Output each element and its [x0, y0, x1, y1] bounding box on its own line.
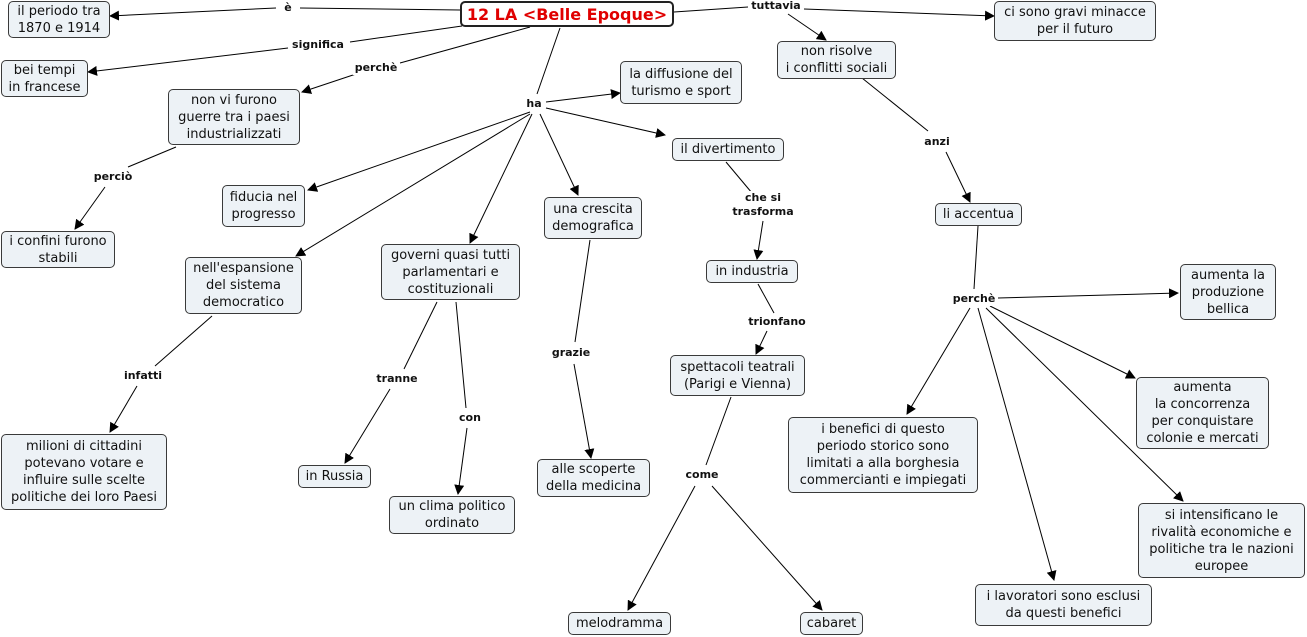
edge-line — [627, 485, 696, 611]
node-produzione[interactable]: aumenta la produzione bellica — [1180, 264, 1276, 320]
edge-line — [109, 7, 277, 21]
node-milioni[interactable]: milioni di cittadini potevano votare e i… — [1, 434, 167, 510]
edge-line — [295, 113, 531, 257]
edge-line — [154, 315, 213, 367]
node-governi[interactable]: governi quasi tutti parlamentari e costi… — [381, 244, 520, 300]
node-cabaret[interactable]: cabaret — [800, 612, 863, 635]
node-periodo[interactable]: il periodo tra 1870 e 1914 — [8, 1, 110, 38]
link-label-anzi: anzi — [922, 135, 952, 149]
node-minacce[interactable]: ci sono gravi minacce per il futuro — [994, 1, 1156, 41]
edge-line — [307, 111, 531, 192]
edge-line — [573, 363, 595, 459]
edge-line — [399, 26, 531, 64]
node-industria[interactable]: in industria — [706, 260, 798, 283]
link-label-significa: significa — [290, 38, 346, 52]
edge-line — [906, 307, 971, 415]
edge-line — [973, 225, 979, 290]
edge-line — [803, 8, 995, 21]
node-melodramma[interactable]: melodramma — [568, 612, 671, 635]
link-label-con: con — [457, 411, 483, 425]
node-lavoratori[interactable]: i lavoratori sono esclusi da questi bene… — [975, 584, 1152, 626]
node-non-risolve[interactable]: non risolve i conflitti sociali — [777, 41, 896, 79]
edge-line — [455, 301, 467, 409]
link-label-infatti: infatti — [121, 369, 165, 383]
node-confini[interactable]: i confini furono stabili — [1, 231, 115, 268]
link-label-che-si-trasforma: che si trasforma — [730, 191, 796, 219]
node-rivalita[interactable]: si intensificano le rivalità economiche … — [1138, 503, 1305, 578]
edge-line — [87, 47, 289, 76]
node-scoperte[interactable]: alle scoperte della medicina — [537, 459, 650, 497]
link-label-e: è — [282, 1, 294, 15]
edge-line — [301, 73, 357, 94]
edge-line — [755, 330, 768, 355]
node-clima[interactable]: un clima politico ordinato — [389, 496, 515, 534]
edge-line — [127, 146, 177, 168]
node-spettacoli[interactable]: spettacoli teatrali (Parigi e Vienna) — [670, 355, 805, 396]
edge-line — [711, 485, 823, 611]
link-label-tranne: tranne — [374, 372, 420, 386]
node-crescita[interactable]: una crescita demografica — [544, 197, 642, 239]
edge-line — [536, 27, 561, 95]
edge-line — [705, 396, 732, 466]
edge-line — [574, 239, 591, 343]
edge-line — [977, 307, 1057, 581]
edge-line — [299, 7, 461, 11]
node-espansione[interactable]: nell'espansione del sistema democratico — [185, 257, 302, 314]
node-bei-tempi[interactable]: bei tempi in francese — [1, 60, 88, 97]
edge-line — [725, 161, 753, 194]
link-label-perche: perchè — [352, 61, 400, 75]
node-russia[interactable]: in Russia — [298, 465, 371, 488]
edge-line — [403, 301, 438, 370]
node-divertimento[interactable]: il divertimento — [672, 138, 784, 161]
link-label-come: come — [683, 468, 721, 482]
edge-line — [109, 385, 138, 433]
node-accentua[interactable]: li accentua — [935, 203, 1022, 226]
link-label-perche-2: perchè — [950, 292, 998, 306]
edge-line — [945, 151, 971, 203]
node-fiducia[interactable]: fiducia nel progresso — [222, 185, 305, 227]
edge-line — [757, 283, 775, 314]
edge-line — [545, 89, 621, 103]
node-non-guerre[interactable]: non vi furono guerre tra i paesi industr… — [168, 89, 300, 145]
link-label-percio: perciò — [91, 170, 135, 184]
node-benefici[interactable]: i benefici di questo periodo storico son… — [788, 417, 978, 493]
edge-line — [454, 427, 468, 495]
link-label-ha: ha — [524, 97, 544, 111]
edge-line — [989, 305, 1136, 379]
edge-line — [74, 186, 106, 230]
edge-line — [673, 6, 749, 13]
link-label-grazie: grazie — [549, 346, 593, 360]
link-label-trionfano: trionfano — [746, 315, 808, 329]
node-concorrenza[interactable]: aumenta la concorrenza per conquistare c… — [1136, 377, 1269, 449]
edge-line — [985, 307, 1184, 502]
edge-line — [349, 25, 463, 43]
edge-line — [753, 220, 764, 260]
node-turismo[interactable]: la diffusione del turismo e sport — [620, 61, 742, 104]
edge-line — [344, 388, 391, 464]
edge-line — [545, 107, 666, 138]
edge-line — [997, 288, 1179, 299]
edge-line — [787, 13, 827, 41]
edge-line — [539, 113, 579, 196]
map-title[interactable]: 12 LA <Belle Epoque> — [460, 1, 674, 27]
edge-line — [861, 77, 929, 132]
edge-line — [469, 113, 533, 244]
link-label-tuttavia: tuttavia — [749, 0, 803, 13]
